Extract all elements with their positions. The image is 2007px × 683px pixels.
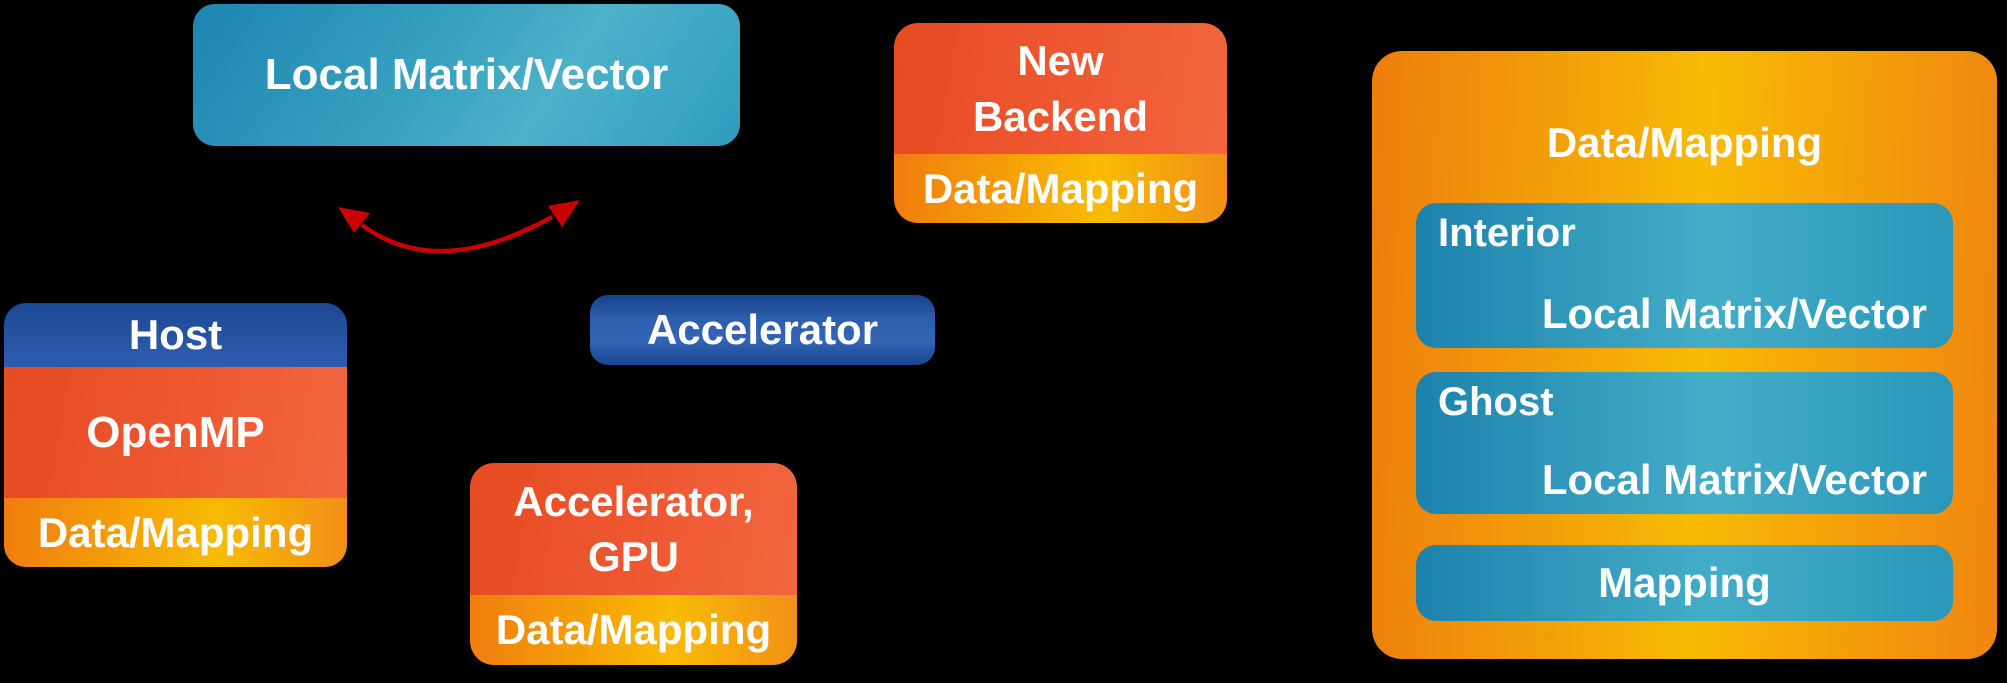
accelerator-label: Accelerator [646,306,879,353]
host-footer: Data/Mapping [4,498,347,567]
accelerator-gpu-footer: Data/Mapping [470,595,797,665]
ghost-title: Ghost [1438,380,1554,424]
new-backend-footer: Data/Mapping [894,154,1227,223]
local-matrix-vector-box: Local Matrix/Vector [193,4,740,146]
mapping-label: Mapping [1598,559,1771,606]
new-backend-box: New Backend Data/Mapping [894,23,1227,223]
ghost-box: Ghost Local Matrix/Vector [1416,372,1953,514]
accelerator-box: Accelerator [590,295,935,365]
accelerator-gpu-title: Accelerator, GPU [470,463,797,595]
data-mapping-container: Data/Mapping Interior Local Matrix/Vecto… [1372,51,1997,659]
interior-box: Interior Local Matrix/Vector [1416,203,1953,348]
exchange-double-arrow-icon [338,200,580,254]
ghost-local-matrix-vector-label: Local Matrix/Vector [1541,456,1927,503]
new-backend-title-line1: New [1017,37,1104,85]
accelerator-gpu-title-line1: Accelerator, [513,477,754,525]
host-box: Host OpenMP Data/Mapping [4,303,347,567]
accelerator-gpu-title-line2: GPU [587,533,679,580]
accelerator-gpu-box: Accelerator, GPU Data/Mapping [470,463,797,665]
new-backend-title-line2: Backend [972,92,1149,140]
new-backend-title: New Backend [894,23,1227,154]
interior-title: Interior [1438,211,1576,255]
interior-local-matrix-vector-label: Local Matrix/Vector [1541,290,1927,337]
data-mapping-title: Data/Mapping [1546,119,1823,166]
mapping-box: Mapping [1416,545,1953,621]
host-body-openmp: OpenMP [4,367,347,498]
host-header: Host [4,303,347,367]
local-matrix-vector-label: Local Matrix/Vector [264,50,669,99]
